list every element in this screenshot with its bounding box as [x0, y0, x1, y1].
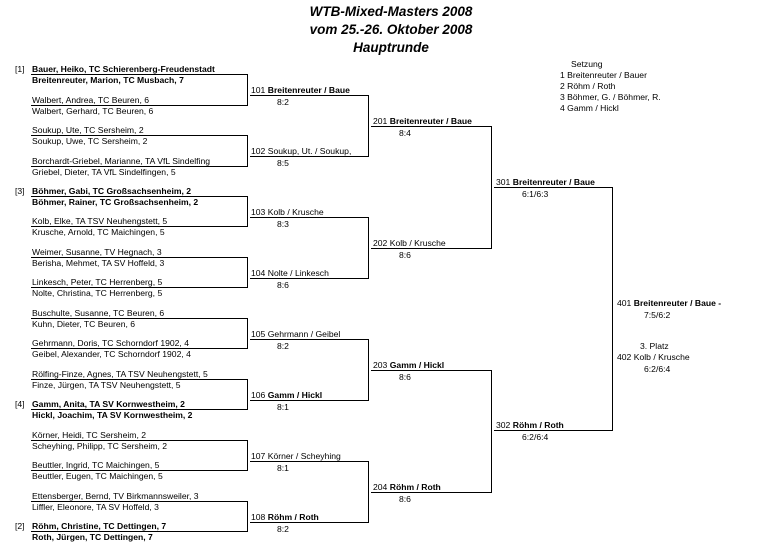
entry-player: Böhmer, Rainer, TC Großsachsenheim, 2: [32, 197, 199, 207]
match-winner: Kolb / Krusche: [389, 238, 446, 248]
match-number: 101: [251, 85, 266, 95]
entry-player: Walbert, Andrea, TC Beuren, 6: [32, 95, 150, 105]
match-score: 8:1: [277, 402, 289, 412]
entry-player: Ettensberger, Bernd, TV Birkmannsweiler,…: [32, 491, 199, 501]
match-number: 105: [251, 329, 266, 339]
entry-player: Scheyhing, Philipp, TC Sersheim, 2: [32, 441, 168, 451]
third-place-label: 3. Platz: [640, 341, 669, 351]
match-number: 108: [251, 512, 266, 522]
entry-player: Röhm, Christine, TC Dettingen, 7: [32, 521, 167, 531]
match-score: 8:2: [277, 524, 289, 534]
setzung-item: 2 Röhm / Roth: [560, 81, 616, 91]
entry-player: Hickl, Joachim, TA SV Kornwestheim, 2: [32, 410, 193, 420]
setzung-item: 1 Breitenreuter / Bauer: [560, 70, 647, 80]
match-number: 201: [373, 116, 388, 126]
match-score: 8:6: [399, 250, 411, 260]
seed-label: [1]: [15, 64, 25, 74]
entry-player: Griebel, Dieter, TA VfL Sindelfingen, 5: [32, 167, 176, 177]
entry-player: Rölfing-Finze, Agnes, TA TSV Neuhengstet…: [32, 369, 208, 379]
match-score: 8:6: [399, 494, 411, 504]
match-score: 8:1: [277, 463, 289, 473]
match-score: 8:6: [277, 280, 289, 290]
entry-player: Soukup, Uwe, TC Sersheim, 2: [32, 136, 148, 146]
match-score: 8:3: [277, 219, 289, 229]
match-score: 6:2/6:4: [522, 432, 549, 442]
page-title: WTB-Mixed-Masters 2008: [309, 4, 473, 19]
match-number: 103: [251, 207, 266, 217]
match-score: 6:1/6:3: [522, 189, 549, 199]
entry-player: Kuhn, Dieter, TC Beuren, 6: [32, 319, 136, 329]
match-number: 401: [617, 298, 632, 308]
entry-player: Beuttler, Eugen, TC Maichingen, 5: [32, 471, 163, 481]
match-winner: Breitenreuter / Baue: [389, 116, 472, 126]
entry-player: Borchardt-Griebel, Marianne, TA VfL Sind…: [32, 156, 211, 166]
match-number: 202: [373, 238, 388, 248]
match-score: 8:6: [399, 372, 411, 382]
entry-player: Körner, Heidi, TC Sersheim, 2: [32, 430, 146, 440]
entry-player: Kolb, Elke, TA TSV Neuhengstett, 5: [32, 216, 168, 226]
match-winner: Breitenreuter / Baue: [512, 177, 595, 187]
match-winner: Breitenreuter / Baue: [267, 85, 350, 95]
match-number: 301: [496, 177, 511, 187]
entry-player: Bauer, Heiko, TC Schierenberg-Freudensta…: [32, 64, 215, 74]
entry-player: Beuttler, Ingrid, TC Maichingen, 5: [32, 460, 160, 470]
match-winner: Gehrmann / Geibel: [267, 329, 341, 339]
match-winner: Röhm / Roth: [389, 482, 441, 492]
entry-player: Gamm, Anita, TA SV Kornwestheim, 2: [32, 399, 185, 409]
entry-player: Gehrmann, Doris, TC Schorndorf 1902, 4: [32, 338, 189, 348]
match-score: 8:4: [399, 128, 411, 138]
entry-player: Böhmer, Gabi, TC Großsachsenheim, 2: [32, 186, 192, 196]
match-score: 7:5/6:2: [644, 310, 671, 320]
match-number: 402: [617, 352, 632, 362]
match-winner: Nolte / Linkesch: [267, 268, 329, 278]
page-subtitle-date: vom 25.-26. Oktober 2008: [309, 22, 473, 37]
entry-player: Geibel, Alexander, TC Schorndorf 1902, 4: [32, 349, 191, 359]
match-winner: Röhm / Roth: [512, 420, 564, 430]
page-subtitle-round: Hauptrunde: [353, 40, 429, 55]
entry-player: Walbert, Gerhard, TC Beuren, 6: [32, 106, 154, 116]
setzung-title: Setzung: [571, 59, 603, 69]
match-score: 6:2/6:4: [644, 364, 671, 374]
match-score: 8:5: [277, 158, 289, 168]
entry-player: Berisha, Mehmet, TA SV Hoffeld, 3: [32, 258, 165, 268]
match-number: 107: [251, 451, 266, 461]
entry-player: Finze, Jürgen, TA TSV Neuhengstett, 5: [32, 380, 181, 390]
match-number: 302: [496, 420, 511, 430]
match-winner: Breitenreuter / Baue -: [633, 298, 722, 308]
entry-player: Krusche, Arnold, TC Maichingen, 5: [32, 227, 165, 237]
entry-player: Liffler, Eleonore, TA SV Hoffeld, 3: [32, 502, 159, 512]
setzung-item: 4 Gamm / Hickl: [560, 103, 619, 113]
match-winner: Körner / Scheyhing: [267, 451, 341, 461]
match-score: 8:2: [277, 97, 289, 107]
entry-player: Nolte, Christina, TC Herrenberg, 5: [32, 288, 163, 298]
match-score: 8:2: [277, 341, 289, 351]
match-winner: Gamm / Hickl: [389, 360, 445, 370]
seed-label: [3]: [15, 186, 25, 196]
seed-label: [2]: [15, 521, 25, 531]
match-winner: Gamm / Hickl: [267, 390, 323, 400]
entry-player: Linkesch, Peter, TC Herrenberg, 5: [32, 277, 163, 287]
match-winner: Soukup, Ut. / Soukup,: [267, 146, 352, 156]
entry-player: Weimer, Susanne, TV Hegnach, 3: [32, 247, 162, 257]
seed-label: [4]: [15, 399, 25, 409]
match-number: 106: [251, 390, 266, 400]
match-number: 104: [251, 268, 266, 278]
match-number: 204: [373, 482, 388, 492]
entry-player: Breitenreuter, Marion, TC Musbach, 7: [32, 75, 184, 85]
match-winner: Kolb / Krusche: [633, 352, 690, 362]
entry-player: Roth, Jürgen, TC Dettingen, 7: [32, 532, 153, 542]
entry-player: Soukup, Ute, TC Sersheim, 2: [32, 125, 144, 135]
match-number: 203: [373, 360, 388, 370]
match-number: 102: [251, 146, 266, 156]
match-winner: Kolb / Krusche: [267, 207, 324, 217]
setzung-item: 3 Böhmer, G. / Böhmer, R.: [560, 92, 661, 102]
entry-player: Buschulte, Susanne, TC Beuren, 6: [32, 308, 165, 318]
match-winner: Röhm / Roth: [267, 512, 319, 522]
